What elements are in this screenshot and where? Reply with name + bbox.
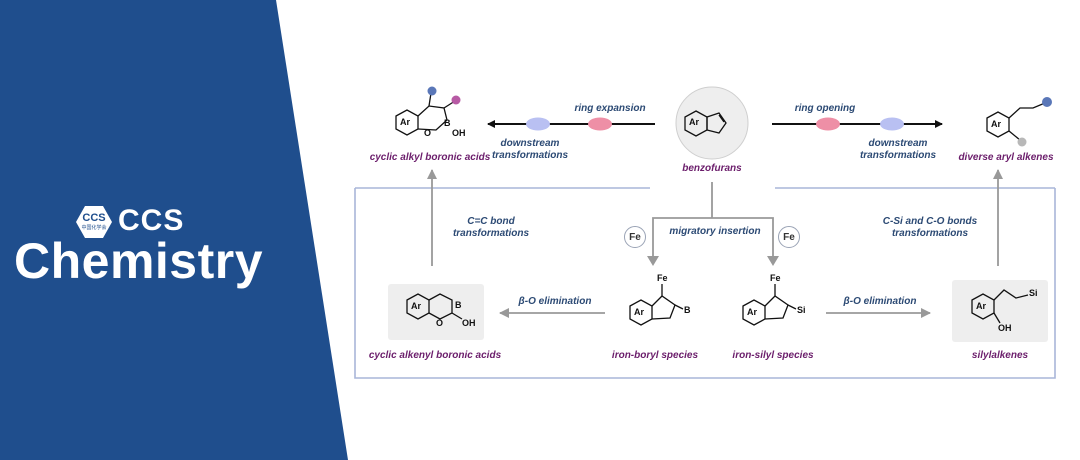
ar-label-alkenyl: Ar (411, 301, 422, 311)
atom-b-boryl: B (684, 305, 691, 315)
ar-label-iron-boryl: Ar (634, 307, 645, 317)
substituent-pink-icon (451, 95, 461, 105)
ring-opening-arrow (772, 117, 943, 131)
silylalkene-box (952, 280, 1048, 342)
downstream-bead-left (526, 117, 550, 131)
label-beta-o-elimination-left: β-O elimination (518, 296, 592, 307)
atom-b-top-left: B (444, 118, 451, 128)
silylalkene-molecule (971, 289, 1029, 324)
ar-label-top-right: Ar (991, 119, 1002, 129)
label-migratory-insertion: migratory insertion (669, 226, 761, 237)
iron-boryl-molecule (629, 284, 684, 326)
iron-silyl-molecule (742, 284, 797, 326)
ar-label-center: Ar (689, 117, 700, 127)
cyclic-alkyl-boronic-acid-molecule (395, 86, 461, 136)
label-cyclic-alkyl-boronic-acids: cyclic alkyl boronic acids (369, 152, 491, 163)
label-downstream-right: downstream transformations (859, 138, 937, 161)
label-iron-boryl-species: iron-boryl species (611, 350, 699, 361)
branch-arrowhead-left (647, 256, 659, 266)
atom-o-alkenyl: O (436, 318, 444, 328)
downstream-bead-right (880, 117, 904, 131)
alkenyl-boronic-acid-box (388, 284, 484, 340)
label-benzofurans: benzofurans (682, 163, 742, 174)
label-csi-co-transformations: C-Si and C-O bonds transformations (882, 216, 978, 239)
atom-si-silyl: Si (797, 305, 806, 315)
atom-oh-top-left: OH (452, 128, 466, 138)
fe-catalyst-icon-left: Fe (624, 226, 646, 248)
label-silylalkenes: silylalkenes (971, 350, 1029, 361)
scheme-frame (354, 187, 1056, 379)
label-diverse-aryl-alkenes: diverse aryl alkenes (958, 152, 1054, 163)
logo-text: CCS (82, 212, 106, 224)
label-downstream-left: downstream transformations (491, 138, 569, 161)
logo-subtext: 中国化学会 (81, 225, 107, 231)
migratory-insertion-branch (652, 182, 774, 264)
atom-b-alkenyl: B (455, 300, 462, 310)
label-cc-bond-transformations: C=C bond transformations (452, 216, 530, 239)
atom-fe-boryl: Fe (657, 273, 668, 283)
label-ring-opening: ring opening (794, 103, 856, 114)
alkene-substituent-grey-icon (1017, 137, 1027, 147)
label-ring-expansion: ring expansion (574, 103, 646, 114)
atom-o-top-left: O (424, 128, 432, 138)
ar-label-silyl: Ar (976, 301, 987, 311)
ar-label-iron-silyl: Ar (747, 307, 758, 317)
ring-expansion-bead (588, 117, 612, 131)
ccs-chemistry-brand: CCS 中国化学会 CCS Chemistry (14, 204, 314, 296)
ring-opening-bead (816, 117, 840, 131)
label-cyclic-alkenyl-boronic-acids: cyclic alkenyl boronic acids (368, 350, 502, 361)
ar-label-top-left: Ar (400, 117, 411, 127)
atom-oh-alkenyl: OH (462, 318, 476, 328)
benzofuran-molecule (675, 86, 749, 160)
cyclic-alkenyl-boronic-acid-molecule (406, 293, 463, 320)
label-beta-o-elimination-right: β-O elimination (843, 296, 917, 307)
branch-arrowhead-right (767, 256, 779, 266)
fe-label-right: Fe (783, 231, 795, 243)
label-iron-silyl-species: iron-silyl species (732, 350, 814, 361)
fe-catalyst-icon-right: Fe (778, 226, 800, 248)
fe-label-left: Fe (629, 231, 641, 243)
substituent-blue-icon (427, 86, 437, 96)
aryl-alkene-molecule (986, 97, 1052, 147)
ring-expansion-arrow (487, 117, 655, 131)
alkene-substituent-blue-icon (1042, 97, 1052, 107)
brand-name-top: CCS (118, 204, 185, 237)
atom-fe-silyl: Fe (770, 273, 781, 283)
atom-si-silylalkene: Si (1029, 288, 1038, 298)
brand-name-main: Chemistry (14, 233, 264, 289)
atom-oh-silylalkene: OH (998, 323, 1012, 333)
